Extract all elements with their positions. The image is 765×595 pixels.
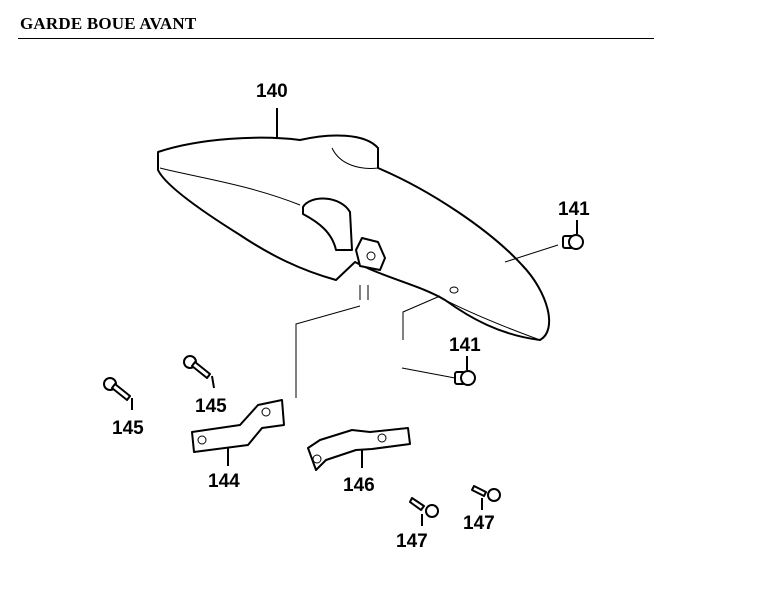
- bracket-right-part: [307, 427, 411, 471]
- screw-icon: [454, 370, 476, 386]
- callout-144: 144: [208, 471, 240, 492]
- callout-147-left: 147: [396, 531, 428, 552]
- callout-145-right: 145: [195, 396, 227, 417]
- bracket-left-part: [191, 399, 285, 453]
- callout-145-left: 145: [112, 418, 144, 439]
- bolt-icon: [103, 377, 131, 401]
- title-underline: [18, 38, 654, 39]
- assembly-guides: [295, 244, 559, 398]
- screw-icon: [562, 234, 584, 250]
- leader-145-right: [211, 375, 215, 389]
- bolt-icon: [471, 485, 501, 502]
- page-title: GARDE BOUE AVANT: [20, 14, 197, 33]
- callout-147-right: 147: [463, 513, 495, 534]
- callout-141-lower: 141: [449, 335, 481, 356]
- callout-146: 146: [343, 475, 375, 496]
- callout-140: 140: [256, 81, 288, 102]
- callout-141-upper: 141: [558, 199, 590, 220]
- bolt-icon: [183, 355, 211, 379]
- bolt-icon: [409, 497, 439, 518]
- front-fender-part: [157, 134, 550, 341]
